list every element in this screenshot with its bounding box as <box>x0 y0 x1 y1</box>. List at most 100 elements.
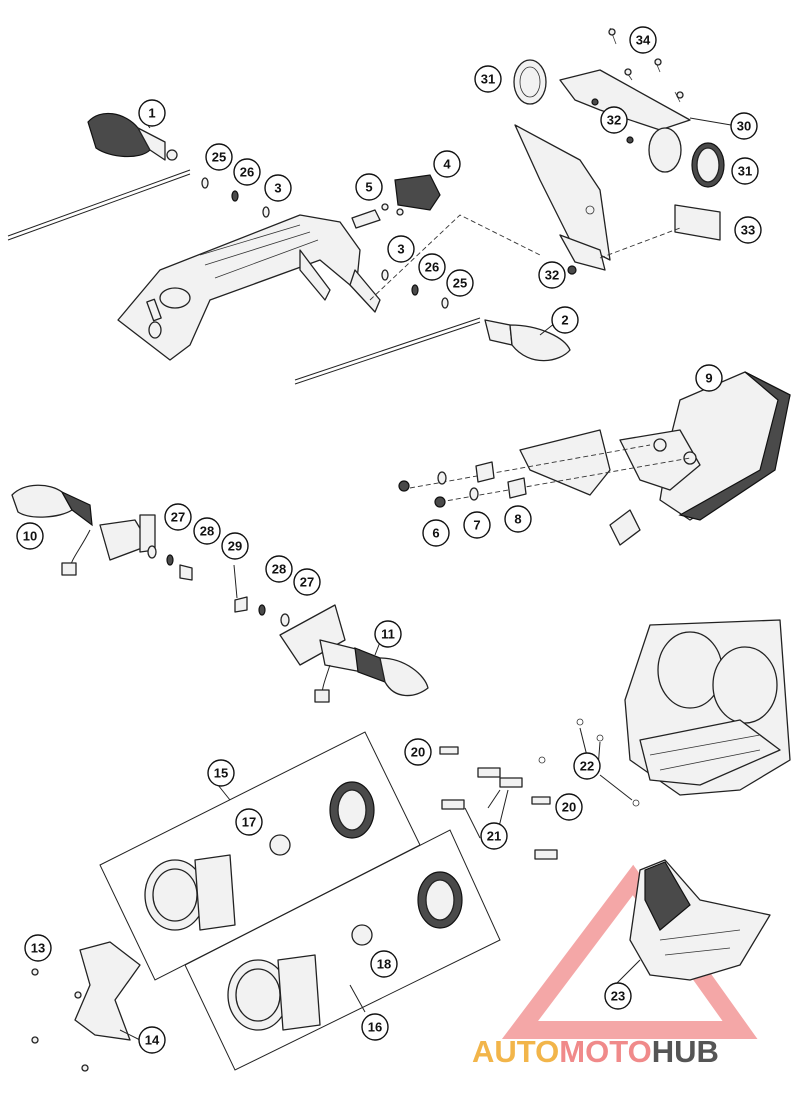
svg-text:32: 32 <box>607 113 621 128</box>
callout-25-lower: 25 <box>446 269 474 297</box>
callout-10: 10 <box>16 522 44 550</box>
callout-27-lower: 27 <box>293 568 321 596</box>
svg-text:31: 31 <box>481 72 495 87</box>
svg-text:6: 6 <box>432 526 439 541</box>
callout-26-lower: 26 <box>418 253 446 281</box>
callout-14: 14 <box>138 1026 166 1054</box>
cable-left <box>7 169 191 237</box>
svg-text:17: 17 <box>242 815 256 830</box>
svg-text:7: 7 <box>473 518 480 533</box>
callout-1: 1 <box>138 99 166 127</box>
svg-text:15: 15 <box>214 766 228 781</box>
callout-27-upper: 27 <box>164 503 192 531</box>
callout-15: 15 <box>207 759 235 787</box>
watermark-text-hub: HUB <box>652 1034 719 1069</box>
callout-3-lower: 3 <box>387 235 415 263</box>
svg-text:27: 27 <box>300 575 314 590</box>
callout-5: 5 <box>355 173 383 201</box>
svg-text:1: 1 <box>148 106 155 121</box>
bolt-5 <box>351 209 381 229</box>
callout-3-upper: 3 <box>264 174 292 202</box>
svg-text:30: 30 <box>737 119 751 134</box>
callout-2: 2 <box>551 306 579 334</box>
reflector-bracket-4 <box>394 174 441 211</box>
callout-13: 13 <box>24 934 52 962</box>
svg-text:26: 26 <box>240 165 254 180</box>
callout-6: 6 <box>422 519 450 547</box>
svg-text:22: 22 <box>580 759 594 774</box>
callout-32-upper: 32 <box>600 106 628 134</box>
turn-signal-2 <box>484 319 571 362</box>
svg-text:21: 21 <box>487 829 501 844</box>
callout-20-left: 20 <box>404 738 432 766</box>
svg-text:14: 14 <box>145 1033 160 1048</box>
svg-text:9: 9 <box>705 371 712 386</box>
svg-text:33: 33 <box>741 223 755 238</box>
svg-text:16: 16 <box>368 1020 382 1035</box>
svg-text:34: 34 <box>636 33 651 48</box>
svg-text:27: 27 <box>171 510 185 525</box>
svg-text:28: 28 <box>272 562 286 577</box>
callout-9: 9 <box>695 364 723 392</box>
reflector-31-left <box>513 59 547 105</box>
callout-25-upper: 25 <box>205 143 233 171</box>
callout-26-upper: 26 <box>233 158 261 186</box>
callout-18: 18 <box>370 950 398 978</box>
callout-33: 33 <box>734 216 762 244</box>
callout-23: 23 <box>604 982 632 1010</box>
headlight-bracket-14 <box>31 941 141 1072</box>
plate-light-33 <box>674 204 721 241</box>
watermark-text: AUTOMOTOHUB <box>472 1034 719 1069</box>
callout-29: 29 <box>221 532 249 560</box>
license-plate-bracket <box>513 27 725 275</box>
svg-text:23: 23 <box>611 989 625 1004</box>
callout-20-right: 20 <box>555 793 583 821</box>
callout-28-lower: 28 <box>265 555 293 583</box>
callout-22: 22 <box>573 752 601 780</box>
headlight-cowl-23 <box>629 859 771 981</box>
callout-4: 4 <box>433 150 461 178</box>
callout-21: 21 <box>480 822 508 850</box>
callout-16: 16 <box>361 1013 389 1041</box>
tail-light-assembly <box>398 371 791 546</box>
callout-32-lower: 32 <box>538 261 566 289</box>
headlight-group-15 <box>99 731 421 981</box>
callout-30: 30 <box>730 112 758 140</box>
svg-text:13: 13 <box>31 941 45 956</box>
svg-text:32: 32 <box>545 268 559 283</box>
callout-8: 8 <box>504 505 532 533</box>
svg-text:2: 2 <box>561 313 568 328</box>
svg-text:31: 31 <box>738 164 752 179</box>
svg-text:5: 5 <box>365 180 372 195</box>
svg-text:28: 28 <box>200 524 214 539</box>
svg-text:20: 20 <box>411 745 425 760</box>
front-turn-signal-10 <box>11 484 193 581</box>
svg-text:8: 8 <box>514 512 521 527</box>
svg-text:26: 26 <box>425 260 439 275</box>
svg-text:3: 3 <box>397 242 404 257</box>
callout-34: 34 <box>629 26 657 54</box>
svg-text:20: 20 <box>562 800 576 815</box>
svg-text:10: 10 <box>23 529 37 544</box>
fasteners-20-22 <box>439 718 640 860</box>
headlight-group-16 <box>184 829 501 1071</box>
svg-text:18: 18 <box>377 957 391 972</box>
svg-text:4: 4 <box>443 157 451 172</box>
watermark-text-moto: MOTO <box>559 1034 651 1069</box>
headlight-mount-frame <box>624 619 791 796</box>
callout-31-left: 31 <box>474 65 502 93</box>
svg-text:11: 11 <box>381 627 395 642</box>
watermark-text-auto: AUTO <box>472 1034 559 1069</box>
callout-17: 17 <box>235 808 263 836</box>
callout-11: 11 <box>374 620 402 648</box>
svg-text:25: 25 <box>212 150 226 165</box>
front-turn-signal-11 <box>234 596 429 703</box>
callout-7: 7 <box>463 511 491 539</box>
callout-28-upper: 28 <box>193 517 221 545</box>
svg-text:25: 25 <box>453 276 467 291</box>
turn-signal-1 <box>87 112 178 161</box>
tail-section <box>7 112 571 385</box>
svg-text:3: 3 <box>274 181 281 196</box>
callout-31-right: 31 <box>731 157 759 185</box>
